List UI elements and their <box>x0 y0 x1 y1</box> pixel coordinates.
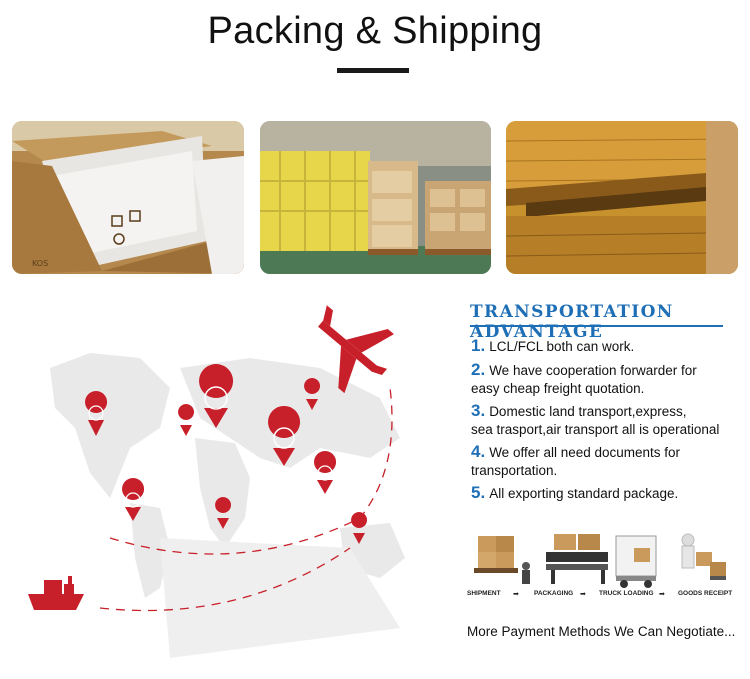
boxes-icon <box>474 536 530 584</box>
arrow-icon: ➡ <box>580 591 586 598</box>
page-title: Packing & Shipping <box>207 10 543 52</box>
arrow-icon: ➡ <box>513 591 519 598</box>
item-number: 3. <box>471 401 486 420</box>
cargo-ship-icon <box>28 576 84 610</box>
step-shipment: SHIPMENT <box>467 590 501 597</box>
item-text-line2: transportation. <box>471 463 558 478</box>
conveyor-icon <box>546 534 608 584</box>
shipping-process-illustration <box>466 526 736 602</box>
item-number: 4. <box>471 442 486 461</box>
advantage-item-3: 3.Domestic land transport,express, sea t… <box>471 402 719 439</box>
item-text: We offer all need documents for <box>489 445 681 460</box>
world-map-illustration <box>20 298 440 668</box>
title-underline <box>337 68 409 73</box>
step-goods-receipt: GOODS RECEIPT <box>678 590 733 597</box>
item-text: All exporting standard package. <box>489 486 679 501</box>
location-pin-icon <box>314 451 337 494</box>
truck-icon <box>615 535 657 588</box>
step-packaging: PACKAGING <box>534 590 574 597</box>
step-truck-loading: TRUCK LOADING <box>599 590 654 597</box>
item-text: We have cooperation forwarder for <box>489 363 697 378</box>
arrow-icon: ➡ <box>659 591 665 598</box>
location-pin-icon <box>85 391 108 436</box>
item-text-line2: easy cheap freight quotation. <box>471 381 645 396</box>
item-number: 5. <box>471 483 486 502</box>
item-text-line2: sea trasport,air transport all is operat… <box>471 422 720 437</box>
advantage-item-1: 1.LCL/FCL both can work. <box>471 337 634 356</box>
wooden-crate-photo <box>506 121 738 274</box>
item-text: Domestic land transport,express, <box>489 404 687 419</box>
advantage-title: TRANSPORTATION ADVANTAGE <box>470 302 674 342</box>
item-text: LCL/FCL both can work. <box>489 339 635 354</box>
advantage-item-2: 2.We have cooperation forwarder for easy… <box>471 361 697 398</box>
advantage-item-4: 4.We offer all need documents for transp… <box>471 443 680 480</box>
location-pin-icon <box>304 378 321 410</box>
item-number: 2. <box>471 360 486 379</box>
location-pin-icon <box>122 478 145 521</box>
location-pin-icon <box>351 512 368 544</box>
item-number: 1. <box>471 336 486 355</box>
carton-box-photo: KOS <box>12 121 244 274</box>
person-with-boxes-icon <box>681 533 726 580</box>
location-pin-icon <box>215 497 232 529</box>
location-pin-icon <box>199 364 234 428</box>
airplane-icon <box>318 305 394 394</box>
svg-text:KOS: KOS <box>32 259 48 268</box>
advantage-item-5: 5.All exporting standard package. <box>471 484 678 503</box>
warehouse-pallets-photo <box>260 121 491 274</box>
payment-note: More Payment Methods We Can Negotiate... <box>467 624 736 639</box>
location-pin-icon <box>178 404 195 436</box>
advantage-underline <box>470 325 723 327</box>
location-pin-icon <box>268 406 301 466</box>
